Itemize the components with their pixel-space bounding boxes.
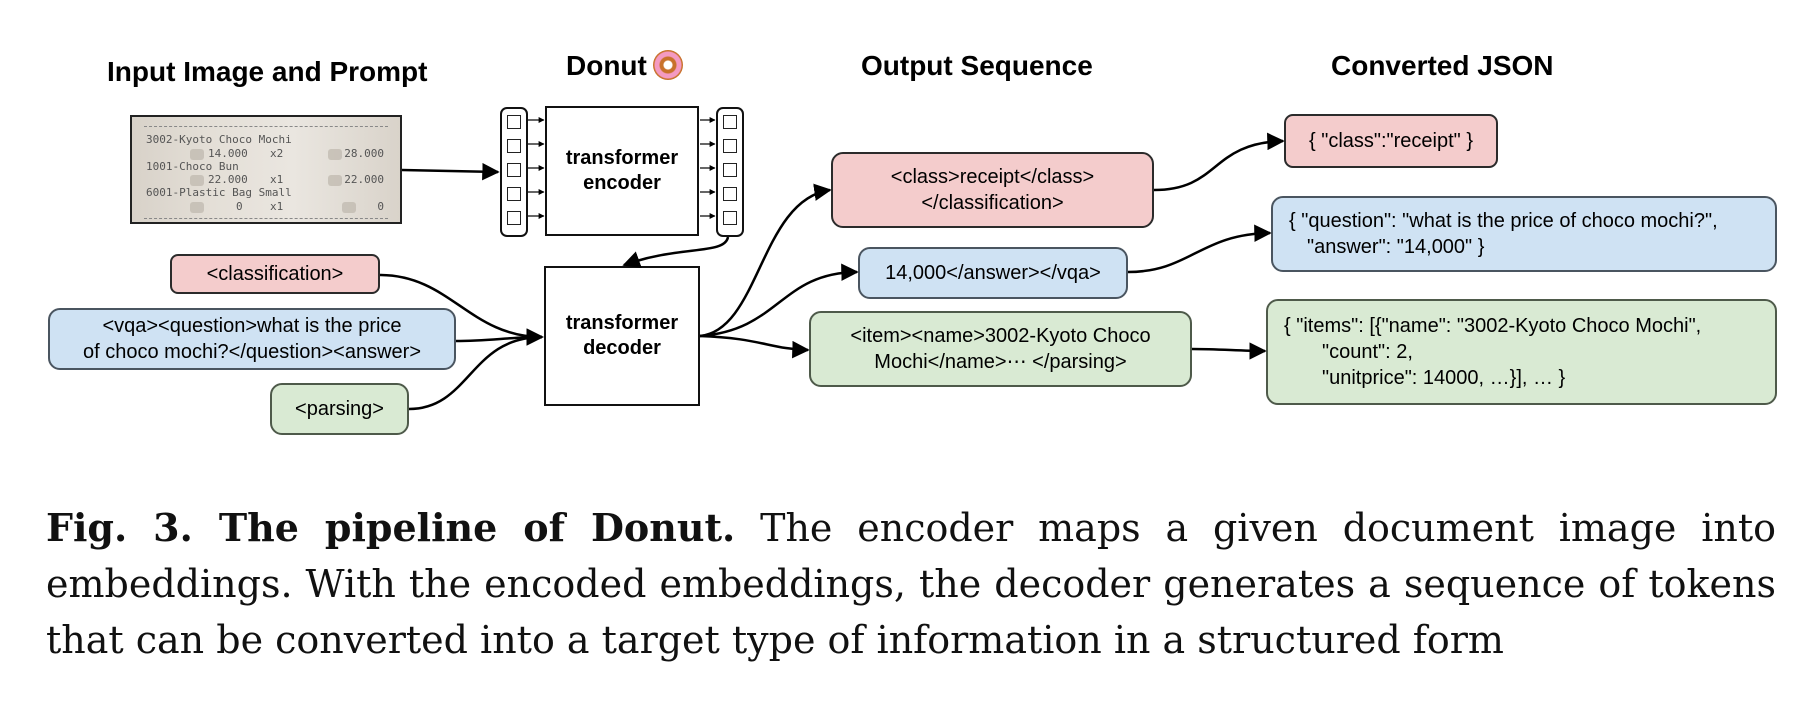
- arrow-decoder-to-vqa-output: [699, 263, 859, 338]
- receipt-total: 0: [377, 200, 384, 213]
- output-parse-line1: <item><name>3002-Kyoto Choco: [850, 325, 1151, 347]
- arrow-decoder-to-parse-output: [699, 334, 810, 359]
- json-vqa: { "question": "what is the price of choc…: [1271, 196, 1777, 272]
- receipt-image: 3002-Kyoto Choco Mochi 14.000 x2 28.000 …: [130, 115, 402, 224]
- json-items-line2: "count": 2,: [1322, 341, 1413, 363]
- arrow-encoder-to-decoder: [622, 236, 730, 268]
- figure-caption: Fig. 3. The pipeline of Donut. The encod…: [46, 500, 1776, 668]
- encoder-label-line2: encoder: [583, 172, 661, 194]
- receipt-total: 22.000: [344, 173, 384, 186]
- decoder-label-line1: transformer: [565, 312, 679, 334]
- output-class-line1: <class>receipt</class>: [890, 166, 1095, 188]
- arrow-classification-to-decoder: [379, 273, 544, 346]
- arrow-parsing-to-decoder: [408, 328, 544, 411]
- prompt-vqa-line2: of choco mochi?</question><answer>: [83, 341, 421, 363]
- heading-donut-label: Donut: [566, 50, 647, 81]
- receipt-price: 22.000: [208, 173, 248, 186]
- json-items-line3: "unitprice": 14000, …}], … }: [1322, 367, 1566, 389]
- donut-icon: [652, 50, 683, 80]
- prompt-vqa: <vqa><question>what is the price of choco…: [48, 308, 456, 370]
- receipt-line: 6001-Plastic Bag Small: [146, 186, 292, 199]
- arrow-image-to-encoder: [401, 162, 500, 181]
- output-vqa: 14,000</answer></vqa>: [858, 247, 1128, 299]
- receipt-qty: x1: [270, 200, 284, 213]
- output-parse-line2: Mochi</name>⋯ </parsing>: [874, 351, 1127, 373]
- receipt-qty: x1: [270, 173, 284, 186]
- json-vqa-line1: { "question": "what is the price of choc…: [1289, 210, 1718, 232]
- embedding-token-column: [716, 107, 744, 237]
- encoder-label-line1: transformer: [565, 147, 679, 169]
- caption-text: The encoder maps a given document image …: [46, 506, 1776, 662]
- transformer-decoder: transformer decoder: [544, 266, 700, 406]
- heading-output-sequence: Output Sequence: [861, 50, 1093, 81]
- receipt-line: 3002-Kyoto Choco Mochi: [146, 133, 292, 146]
- arrow-decoder-to-class-output: [699, 183, 832, 338]
- json-items-line1: { "items": [{"name": "3002-Kyoto Choco M…: [1284, 315, 1702, 337]
- json-items: { "items": [{"name": "3002-Kyoto Choco M…: [1266, 299, 1777, 405]
- heading-donut: Donut: [566, 50, 683, 82]
- arrow-parse-to-json: [1191, 342, 1267, 360]
- prompt-parsing: <parsing>: [270, 383, 409, 435]
- json-vqa-line2: "answer": "14,000" }: [1307, 236, 1485, 258]
- json-classification: { "class":"receipt" }: [1284, 114, 1498, 168]
- output-classification: <class>receipt</class> </classification>: [831, 152, 1154, 228]
- receipt-total: 28.000: [344, 147, 384, 160]
- prompt-vqa-line1: <vqa><question>what is the price: [102, 315, 402, 337]
- heading-input-image-and-prompt: Input Image and Prompt: [107, 56, 428, 87]
- decoder-label-line2: decoder: [583, 337, 661, 359]
- caption-label: Fig. 3. The pipeline of Donut.: [46, 505, 736, 550]
- prompt-classification: <classification>: [170, 254, 380, 294]
- receipt-qty: x2: [270, 147, 284, 160]
- receipt-price: 0: [236, 200, 243, 213]
- receipt-price: 14.000: [208, 147, 248, 160]
- output-class-line2: </classification>: [921, 192, 1064, 214]
- transformer-encoder: transformer encoder: [545, 106, 699, 236]
- flow-arrows: [379, 117, 1285, 411]
- heading-converted-json: Converted JSON: [1331, 50, 1554, 81]
- arrow-vqa-to-json: [1127, 224, 1272, 274]
- input-token-column: [500, 107, 528, 237]
- receipt-line: 1001-Choco Bun: [146, 160, 239, 173]
- arrow-class-to-json: [1153, 132, 1285, 192]
